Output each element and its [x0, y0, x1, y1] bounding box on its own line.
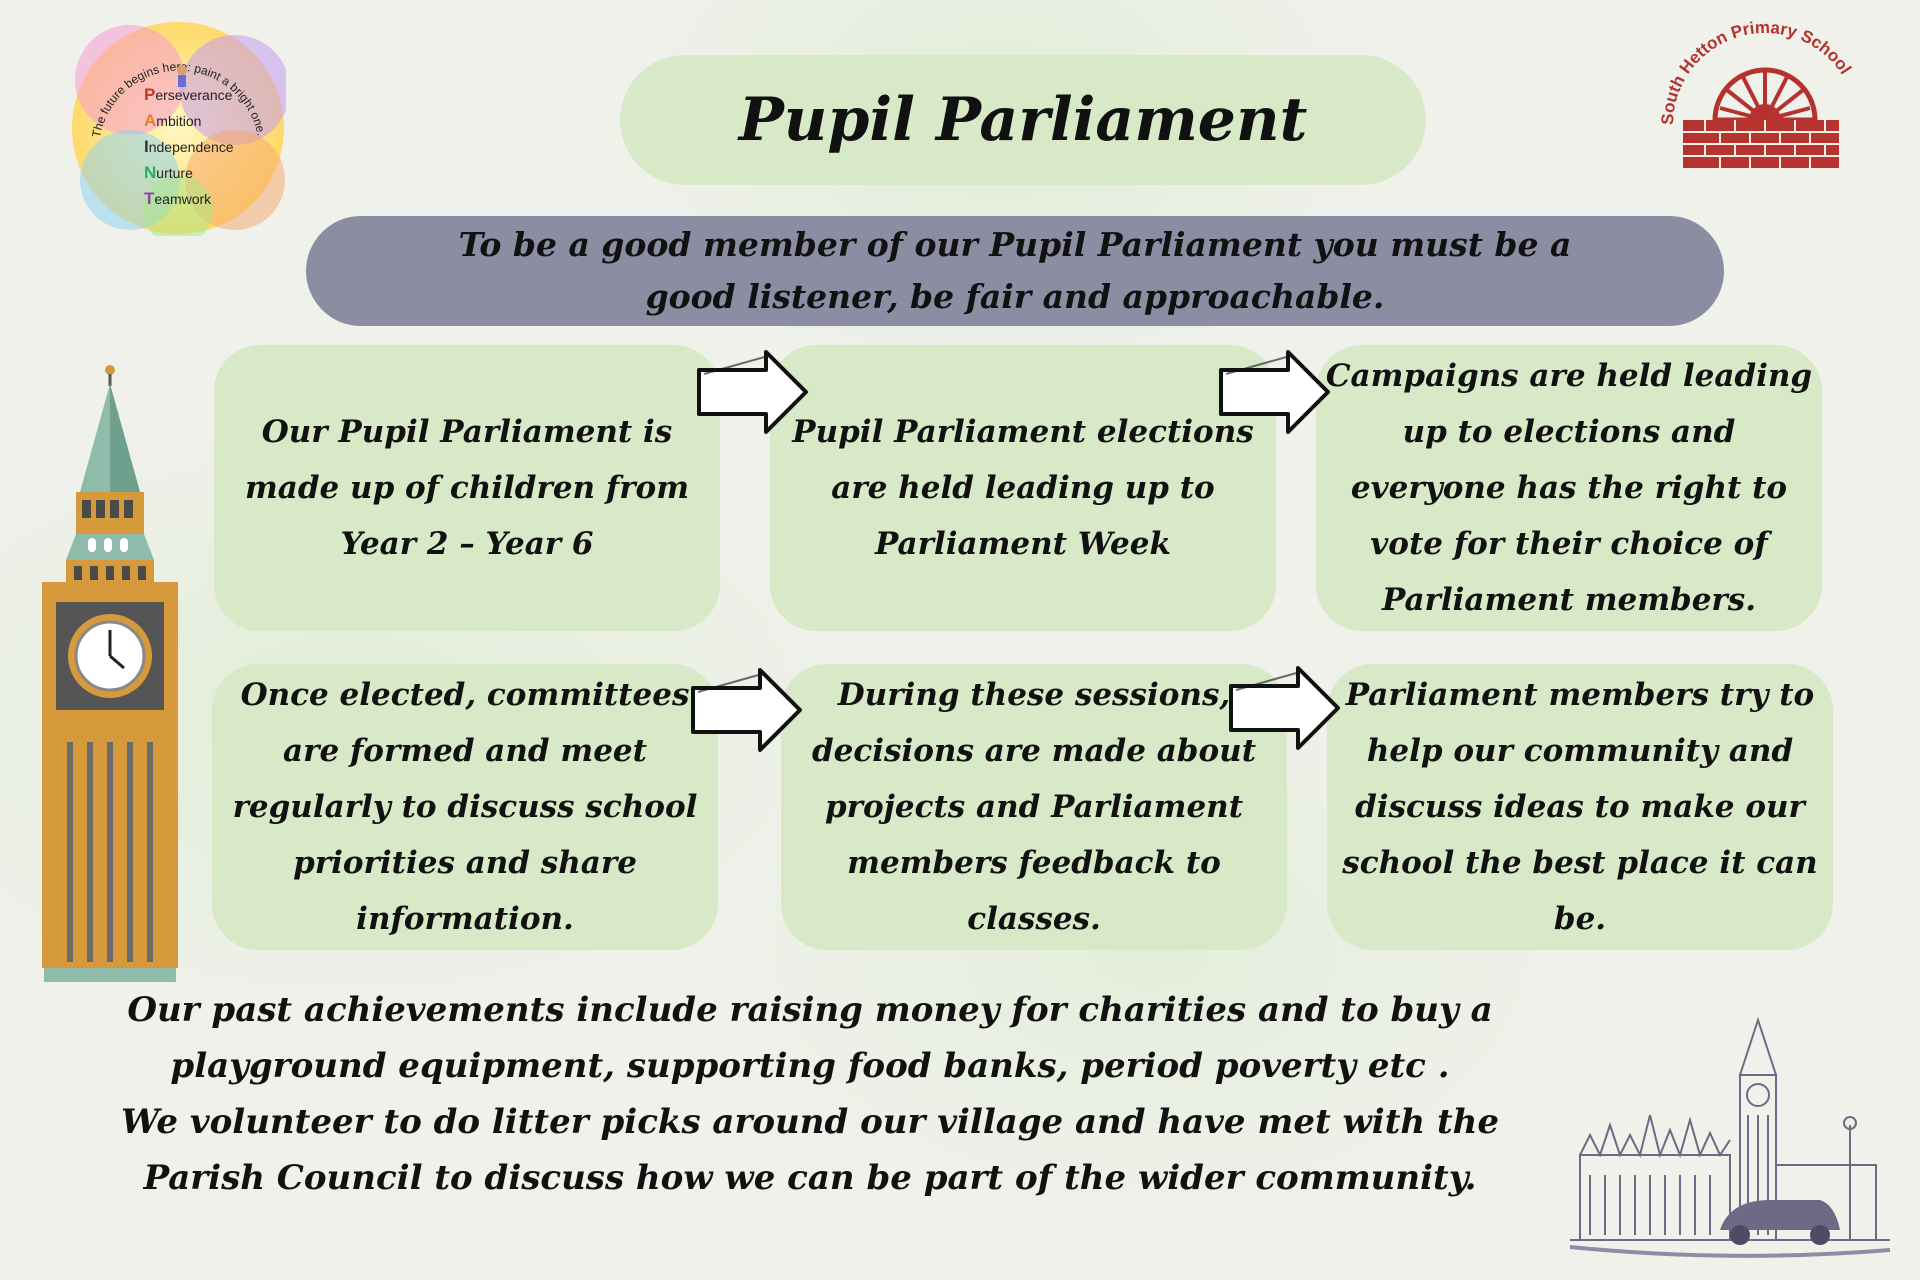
- paint-value-word: urture: [156, 165, 193, 181]
- paint-value-letter: N: [144, 163, 157, 182]
- paint-value-item: Nurture: [144, 160, 234, 186]
- banner-text: To be a good member of our Pupil Parliam…: [458, 225, 1572, 316]
- arrow-right-icon: [697, 350, 808, 434]
- card-community: Parliament members try to help our commu…: [1327, 664, 1833, 950]
- banner: To be a good member of our Pupil Parliam…: [306, 216, 1724, 326]
- paint-values-logo: The future begins here: paint a bright o…: [70, 20, 290, 245]
- paint-value-word: ndependence: [148, 139, 234, 155]
- card-text: Campaigns are held leading up to electio…: [1325, 358, 1813, 618]
- paint-value-letter: A: [144, 111, 157, 130]
- arrow-right-icon: [691, 668, 802, 752]
- paint-value-word: mbition: [156, 113, 202, 129]
- paint-value-word: erseverance: [155, 87, 233, 103]
- arrow-right-icon: [1219, 350, 1330, 434]
- paint-value-item: Independence: [144, 134, 234, 160]
- paint-value-item: Perseverance: [144, 82, 234, 108]
- paint-value-letter: P: [144, 85, 156, 104]
- card-committees: Once elected, committees are formed and …: [212, 664, 718, 950]
- card-text: Parliament members try to help our commu…: [1342, 677, 1818, 937]
- card-sessions: During these sessions, decisions are mad…: [781, 664, 1287, 950]
- school-logo: South Hetton Primary School: [1655, 18, 1875, 180]
- card-text: Pupil Parliament elections are held lead…: [792, 414, 1254, 562]
- westminster-skyline-icon: [1570, 1016, 1890, 1258]
- paint-value-item: Teamwork: [144, 186, 234, 212]
- achievements-line-1: Our past achievements include raising mo…: [127, 990, 1493, 1086]
- card-text: Our Pupil Parliament is made up of child…: [244, 414, 690, 562]
- arrow-right-icon: [1229, 666, 1340, 750]
- card-elections: Pupil Parliament elections are held lead…: [770, 345, 1276, 631]
- paint-value-letter: I: [144, 137, 149, 156]
- card-text: Once elected, committees are formed and …: [232, 677, 698, 937]
- paint-value-item: Ambition: [144, 108, 234, 134]
- achievements-text: Our past achievements include raising mo…: [60, 982, 1560, 1206]
- title-pill: Pupil Parliament: [620, 55, 1426, 185]
- achievements-line-2: We volunteer to do litter picks around o…: [120, 1102, 1500, 1198]
- big-ben-icon: [42, 365, 178, 982]
- page-title: Pupil Parliament: [738, 85, 1308, 155]
- card-membership: Our Pupil Parliament is made up of child…: [214, 345, 720, 631]
- paint-value-word: eamwork: [154, 191, 212, 207]
- paint-value-letter: T: [144, 189, 155, 208]
- card-text: During these sessions, decisions are mad…: [811, 677, 1257, 937]
- card-campaigns: Campaigns are held leading up to electio…: [1316, 345, 1822, 631]
